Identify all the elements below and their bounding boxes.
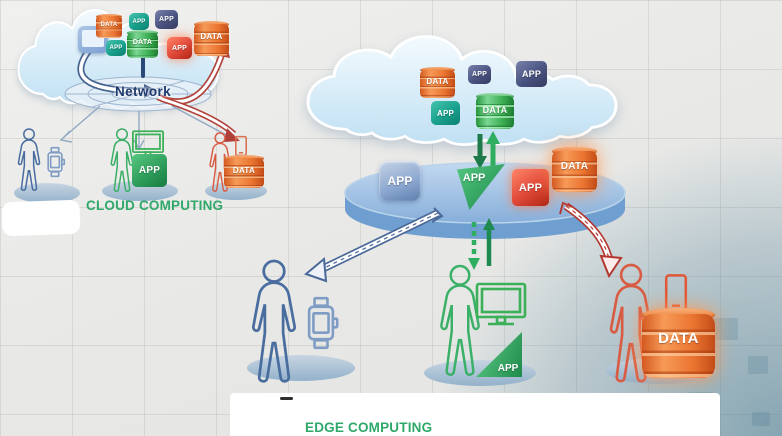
backdrop-tile — [752, 412, 770, 426]
edge-computing-caption: EDGE COMPUTING — [305, 420, 433, 435]
data-cylinder-orange-glow: DATA — [552, 147, 597, 192]
data-cylinder-orange: DATA — [420, 67, 455, 98]
backdrop-tile — [748, 356, 768, 374]
backdrop-tile — [712, 318, 738, 340]
app-label: APP — [172, 44, 187, 52]
person-green — [110, 128, 134, 193]
network-label: Network — [114, 84, 172, 99]
data-cylinder-green: DATA — [127, 30, 158, 58]
app-box-teal: APP — [431, 101, 460, 125]
disc-user-green-arrows — [468, 218, 495, 270]
disc-user-red-ribbon — [559, 201, 623, 279]
person-blue — [17, 128, 41, 191]
monitor-icon — [131, 130, 165, 158]
app-label: APP — [521, 69, 542, 79]
app-label: APP — [436, 108, 455, 118]
red-down-arrow — [161, 96, 240, 142]
cloud-disc-arrows — [473, 131, 500, 169]
app-box-blue: APP — [379, 161, 421, 201]
app-box-red: APP — [167, 37, 192, 59]
data-label: DATA — [132, 38, 153, 46]
whiteout-patch-left — [1, 199, 81, 237]
data-label: DATA — [658, 330, 699, 348]
app-label: APP — [159, 16, 174, 23]
app-box-teal: APP — [106, 40, 126, 56]
person-green — [440, 264, 480, 376]
app-box-navy: APP — [516, 61, 547, 87]
monitor-icon — [475, 282, 527, 326]
dash-mark — [280, 397, 293, 400]
data-cylinder-orange-big: DATA — [642, 308, 715, 378]
app-label: APP — [132, 18, 146, 25]
app-box-red: APP — [512, 169, 549, 206]
data-label: DATA — [200, 32, 223, 42]
app-label: APP — [387, 174, 413, 188]
app-box-green-user: APP — [132, 154, 167, 187]
app-box-navy-small: APP — [468, 65, 491, 84]
smartwatch-icon — [47, 146, 66, 178]
app-label: APP — [518, 181, 543, 194]
app-label: APP — [109, 45, 123, 51]
app-label: APP — [138, 165, 161, 176]
cloud-computing-caption: CLOUD COMPUTING — [86, 198, 224, 213]
app-label: APP — [472, 71, 487, 78]
data-label: DATA — [560, 161, 589, 173]
data-cylinder-orange: DATA — [194, 21, 229, 56]
smartwatch-icon — [307, 296, 339, 350]
data-label: DATA — [426, 76, 449, 86]
disc-user-blue-ribbon — [304, 207, 444, 283]
data-cylinder-green: DATA — [476, 93, 514, 129]
data-label: DATA — [100, 21, 118, 28]
app-label: APP — [497, 363, 519, 375]
app-box-teal: APP — [129, 13, 149, 30]
edge-computing-cloud-shape — [306, 35, 618, 147]
data-cylinder-orange-small: DATA — [96, 14, 122, 38]
smartphone-icon — [664, 274, 688, 312]
whiteout-patch-bottom — [230, 393, 720, 436]
data-cylinder-orange-user: DATA — [224, 155, 264, 188]
data-label: DATA — [232, 165, 256, 175]
app-label: APP — [462, 172, 486, 185]
app-box-navy: APP — [155, 10, 178, 29]
data-label: DATA — [482, 104, 508, 115]
